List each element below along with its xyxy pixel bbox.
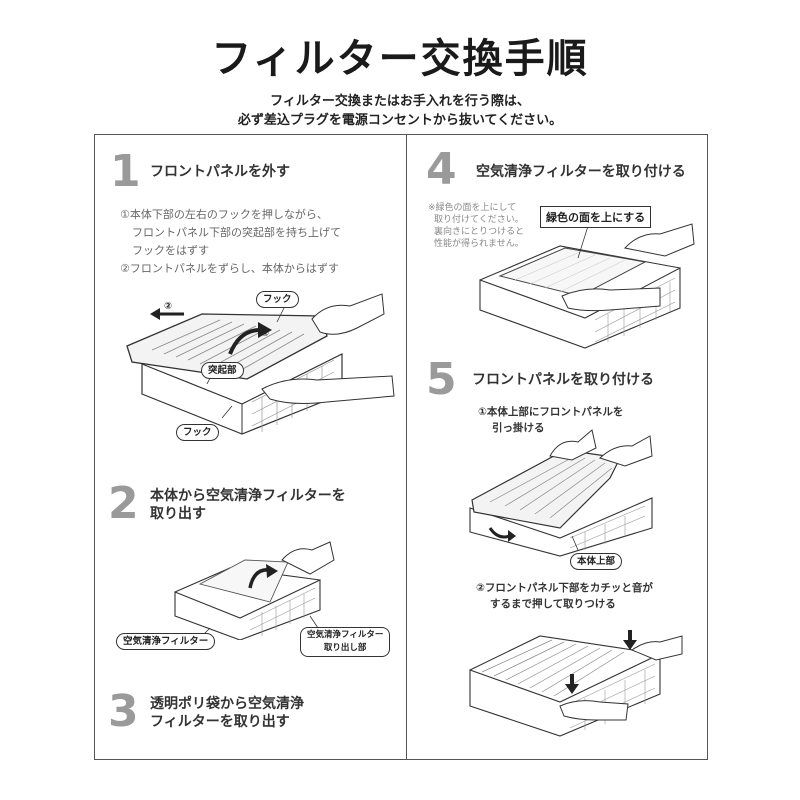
step-1-callout-2: ② [158,299,178,314]
step-2-callout-outlet-line-1: 空気清浄フィルター [307,629,383,642]
step-1-title: フロントパネルを外す [150,162,290,182]
step-5b-illustration [460,614,685,744]
column-divider [406,134,407,760]
step-4-number: 4 [426,148,457,192]
step-2-title-line-2: 取り出す [150,504,206,524]
step-1-instruction-1: ①本体下部の左右のフックを押しながら、 [120,206,328,223]
step-2-number: 2 [108,482,139,526]
step-5-title: フロントパネルを取り付ける [472,370,654,390]
step-5a-illustration [460,428,660,558]
step-2-title-line-1: 本体から空気清浄フィルターを [150,486,346,506]
safety-notice: フィルター交換またはお手入れを行う際は、 必ず差込プラグを電源コンセントから抜い… [0,92,800,130]
step-1-instruction-2: フロントパネル下部の突起部を持ち上げて [132,224,341,241]
step-1-instruction-3: フックをはずす [132,242,209,259]
step-5-number: 5 [426,358,457,402]
step-4-title: 空気清浄フィルターを取り付ける [476,162,686,182]
step-3-number: 3 [108,690,139,734]
step-4-illustration [470,218,695,353]
step-5-sub1-line-1: ①本体上部にフロントパネルを [478,404,623,420]
step-3-title-line-1: 透明ポリ袋から空気清浄 [150,694,304,714]
step-1-number: 1 [110,150,141,194]
step-5-callout-top: 本体上部 [570,553,622,570]
step-5-sub2-line-2: するまで押して取りつける [490,596,616,612]
step-4-note-1: ※緑色の面を上にして [428,202,516,214]
step-1-callout-1: ① [255,326,275,341]
step-2-callout-outlet: 空気清浄フィルター 取り出し部 [300,627,390,657]
notice-line-1: フィルター交換またはお手入れを行う際は、 [0,92,800,111]
step-1-instruction-4: ②フロントパネルをずらし、本体からはずす [120,260,339,277]
step-1-callout-protrusion: 突起部 [201,362,244,379]
step-1-illustration [112,284,402,444]
page-title: フィルター交換手順 [0,26,800,84]
step-2-callout-outlet-line-2: 取り出し部 [307,642,383,655]
step-2-callout-filter: 空気清浄フィルター [116,633,215,650]
notice-line-2: 必ず差込プラグを電源コンセントから抜いてください。 [0,111,800,130]
step-3-title-line-2: フィルターを取り出す [150,712,290,732]
step-1-callout-hook-top: フック [256,291,299,308]
step-4-callout-green-side: 緑色の面を上にする [540,206,651,228]
step-1-callout-hook-bottom: フック [176,424,219,441]
step-5-sub2-line-1: ②フロントパネル下部をカチッと音が [476,580,653,596]
step-2-illustration [170,540,340,640]
